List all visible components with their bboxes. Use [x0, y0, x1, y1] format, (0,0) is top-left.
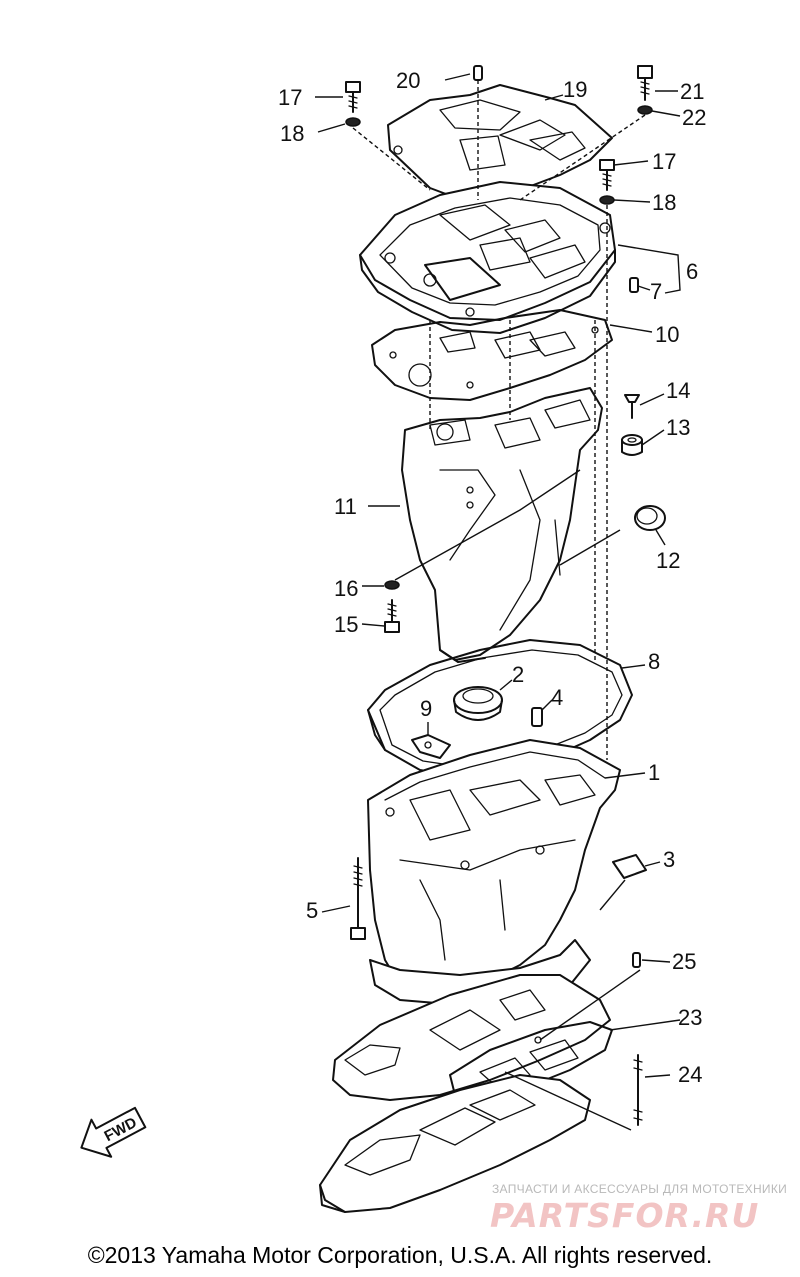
- callout-10: 10: [655, 322, 679, 347]
- part-2-oil-seal: [453, 686, 503, 721]
- cover-3: [612, 854, 647, 879]
- callout-18-left: 18: [280, 121, 304, 146]
- part-4-dowel: [531, 707, 543, 727]
- callout-19: 19: [563, 77, 587, 102]
- pin-20: [473, 65, 483, 81]
- bolt-17-left: [345, 81, 361, 113]
- callout-3: 3: [663, 847, 675, 872]
- bolt-5: [350, 857, 366, 940]
- pin-7: [629, 277, 639, 293]
- callout-21: 21: [680, 79, 704, 104]
- callout-18-right: 18: [652, 190, 676, 215]
- callout-20: 20: [396, 68, 420, 93]
- callout-16: 16: [334, 576, 358, 601]
- lower-plate: [319, 1074, 591, 1213]
- screw-14: [624, 394, 640, 419]
- callout-25: 25: [672, 949, 696, 974]
- callout-6: 6: [686, 259, 698, 284]
- bolt-17-right: [599, 159, 615, 191]
- callout-5: 5: [306, 898, 318, 923]
- callout-12: 12: [656, 548, 680, 573]
- anti-cavitation-plate: [332, 974, 611, 1101]
- part-11-exhaust-manifold: [401, 387, 603, 663]
- washer-22: [637, 105, 653, 115]
- callout-1: 1: [648, 760, 660, 785]
- pin-25: [632, 952, 641, 968]
- washer-16: [384, 580, 400, 590]
- callout-7: 7: [650, 279, 662, 304]
- callout-14: 14: [666, 378, 690, 403]
- washer-18-right: [599, 195, 615, 205]
- callout-9: 9: [420, 696, 432, 721]
- callout-22: 22: [682, 105, 706, 130]
- callout-24: 24: [678, 1062, 702, 1087]
- callout-4: 4: [551, 685, 563, 710]
- callout-2: 2: [512, 662, 524, 687]
- leader-lines: [315, 73, 681, 1131]
- bolt-15: [384, 599, 400, 633]
- callout-17-right: 17: [652, 149, 676, 174]
- part-6-upper-plate: [359, 181, 616, 334]
- callout-15: 15: [334, 612, 358, 637]
- watermark-tagline: ЗАПЧАСТИ И АКСЕССУАРЫ ДЛЯ МОТОТЕХНИКИ: [492, 1182, 788, 1196]
- bolt-21: [637, 65, 653, 101]
- callout-8: 8: [648, 649, 660, 674]
- copyright-text: ©2013 Yamaha Motor Corporation, U.S.A. A…: [87, 1242, 713, 1268]
- grommet-13: [621, 434, 643, 456]
- part-10-gasket: [371, 309, 613, 401]
- callout-23: 23: [678, 1005, 702, 1030]
- callout-13: 13: [666, 415, 690, 440]
- stud-24: [633, 1054, 643, 1126]
- part-1-upper-casing: [367, 739, 621, 1006]
- callout-labels: 17 18 20 19 21 22 17 18 6 7 10 14 13 11 …: [278, 68, 706, 1087]
- cap-12: [634, 505, 666, 531]
- part-9-clip: [411, 734, 451, 759]
- callout-17-left: 17: [278, 85, 302, 110]
- fwd-arrow-icon: FWD: [80, 1106, 147, 1158]
- part-19-gasket: [387, 84, 613, 204]
- callout-11: 11: [334, 494, 357, 519]
- watermark-logo: PARTSFOR.RU: [490, 1196, 760, 1235]
- washer-18-left: [345, 117, 361, 127]
